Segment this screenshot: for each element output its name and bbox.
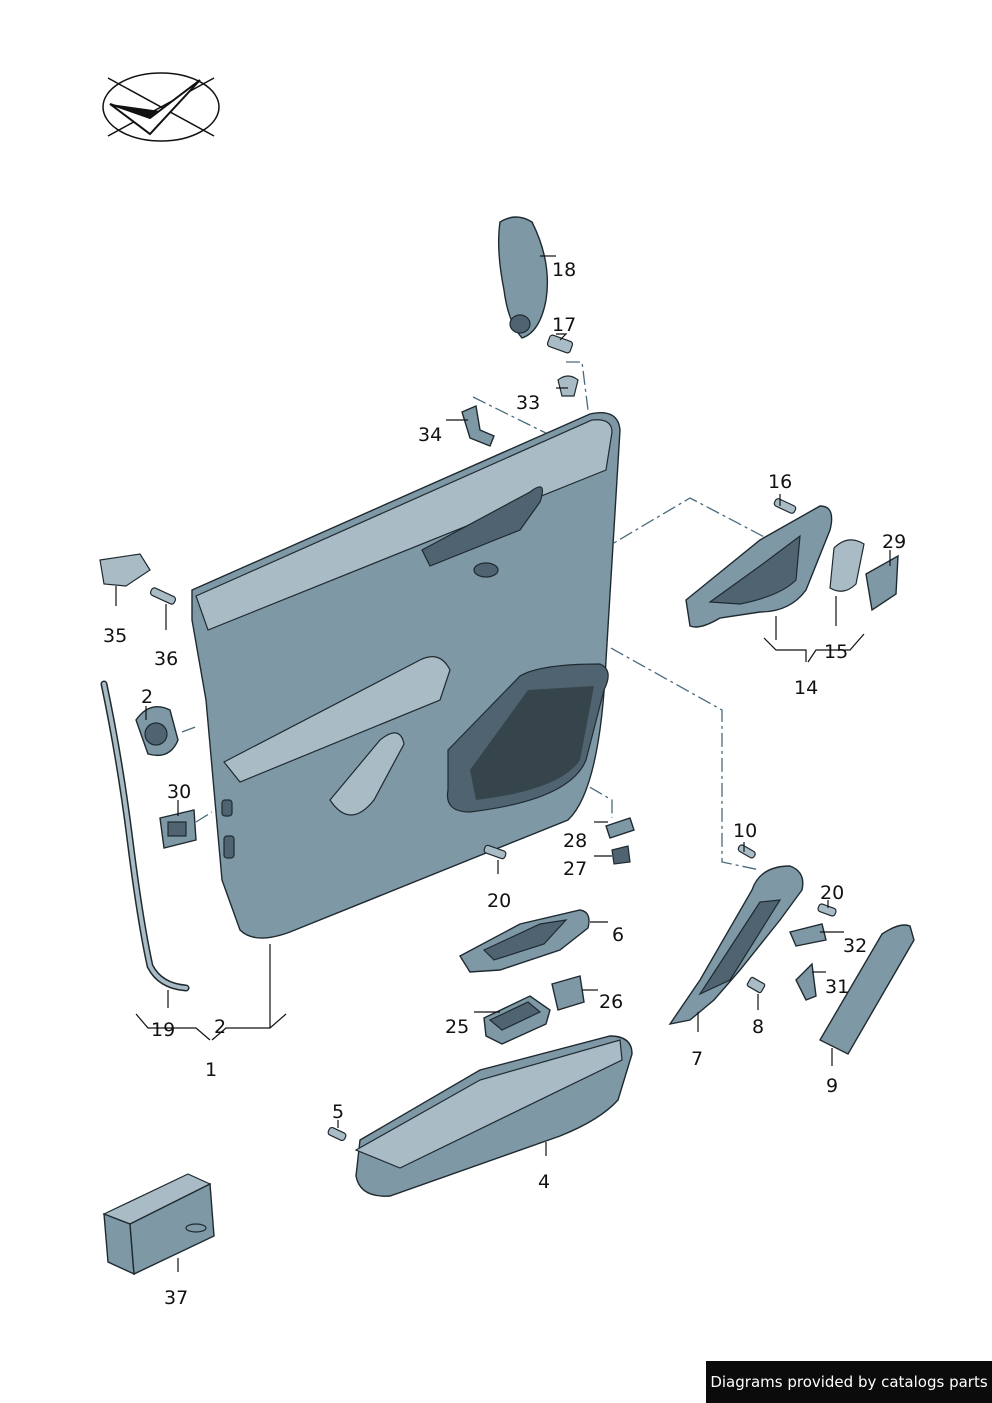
part-34-bracket bbox=[461, 405, 495, 447]
part-29-cap bbox=[865, 554, 899, 612]
part-28-clip bbox=[605, 817, 635, 839]
part-7-armrest-carrier bbox=[668, 865, 804, 1026]
callout-33: 33 bbox=[516, 392, 541, 414]
callout-8: 8 bbox=[752, 1016, 765, 1038]
callout-7: 7 bbox=[691, 1048, 704, 1070]
callout-9: 9 bbox=[826, 1075, 839, 1097]
callout-2-speaker: 2 bbox=[141, 686, 154, 708]
part-25-window-switch bbox=[483, 995, 551, 1045]
callout-30: 30 bbox=[167, 781, 192, 803]
part-20-screw-right bbox=[817, 903, 837, 917]
callout-10: 10 bbox=[733, 820, 758, 842]
part-10-screw bbox=[737, 844, 756, 859]
callout-6: 6 bbox=[612, 924, 625, 946]
part-18-trim-cover bbox=[497, 216, 549, 339]
part-2-speaker-grille bbox=[135, 706, 179, 757]
part-14-door-handle bbox=[685, 505, 833, 628]
part-27-clip bbox=[611, 845, 631, 865]
part-5-screw bbox=[327, 1126, 347, 1142]
callout-37: 37 bbox=[164, 1287, 189, 1309]
part-31-bracket bbox=[795, 962, 817, 1001]
part-35-bracket bbox=[99, 553, 151, 587]
part-1-door-trim-panel bbox=[191, 412, 621, 939]
part-6-switch-bezel bbox=[459, 909, 590, 973]
callout-36: 36 bbox=[154, 648, 179, 670]
callout-28: 28 bbox=[563, 830, 588, 852]
callout-19: 19 bbox=[151, 1019, 176, 1041]
callout-20-right: 20 bbox=[820, 882, 845, 904]
callout-4: 4 bbox=[538, 1171, 551, 1193]
part-30-switch bbox=[159, 809, 197, 849]
part-8-clip bbox=[746, 976, 766, 994]
callout-18: 18 bbox=[552, 259, 577, 281]
part-37-packaging bbox=[102, 1173, 215, 1276]
callout-20-center: 20 bbox=[487, 890, 512, 912]
callout-17: 17 bbox=[552, 314, 577, 336]
callout-34: 34 bbox=[418, 424, 443, 446]
callout-15: 15 bbox=[824, 641, 849, 663]
callout-31: 31 bbox=[825, 976, 850, 998]
callout-25: 25 bbox=[445, 1016, 470, 1038]
part-20-screw bbox=[483, 844, 507, 860]
callout-35: 35 bbox=[103, 625, 128, 647]
callout-2-panel: 2 bbox=[214, 1016, 227, 1038]
part-17-bolt bbox=[546, 334, 574, 354]
callout-26: 26 bbox=[599, 991, 624, 1013]
part-32-connector bbox=[789, 923, 827, 947]
part-15-handle-cover bbox=[829, 539, 865, 592]
part-4-armrest bbox=[354, 1035, 633, 1197]
footer-attribution: Diagrams provided by catalogs parts bbox=[706, 1361, 992, 1403]
callout-29: 29 bbox=[882, 531, 907, 553]
part-19-seal-strip bbox=[100, 680, 190, 992]
part-26-switch bbox=[551, 975, 585, 1011]
part-33-clip bbox=[557, 375, 579, 397]
checkmark-seal-logo bbox=[102, 72, 220, 142]
part-16-screw bbox=[773, 498, 797, 514]
part-36-screw bbox=[149, 587, 177, 605]
callout-14: 14 bbox=[794, 677, 819, 699]
callout-32: 32 bbox=[843, 935, 868, 957]
callout-27: 27 bbox=[563, 858, 588, 880]
callout-1: 1 bbox=[205, 1059, 218, 1081]
callout-16: 16 bbox=[768, 471, 793, 493]
part-9-trim-strip bbox=[819, 924, 915, 1055]
leader-lines bbox=[115, 255, 891, 1272]
callout-5: 5 bbox=[332, 1101, 345, 1123]
